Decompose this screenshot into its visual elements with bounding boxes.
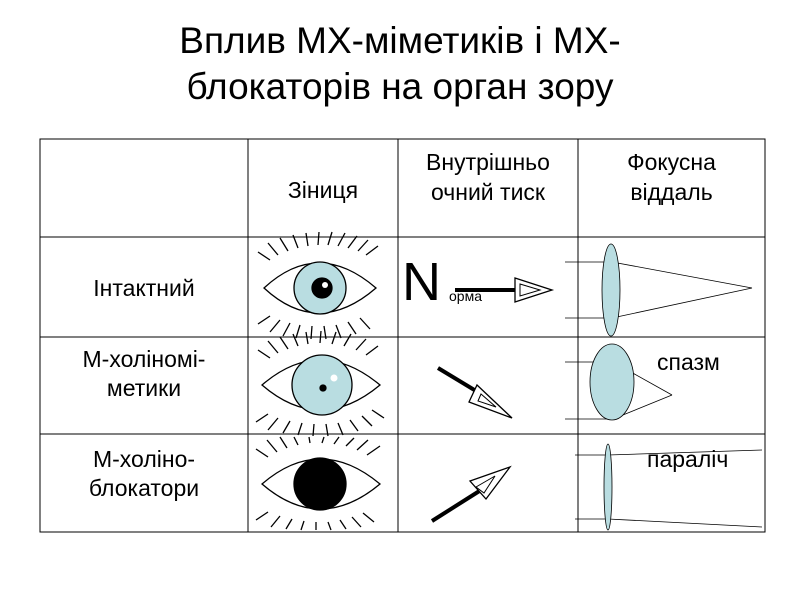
title-line-2: блокаторів на орган зору — [186, 66, 614, 107]
header-pupil: Зіниця — [287, 177, 359, 203]
eye-dilated-icon — [255, 436, 382, 531]
row-label-mimetics-line-2: метики — [106, 375, 182, 401]
norma-big-letter: N — [402, 252, 441, 312]
focus-note-spasm: спазм — [657, 349, 720, 375]
header-focus-line-2: віддаль — [630, 179, 713, 205]
row-label-blockers-line-1: М-холіно- — [92, 446, 196, 472]
pressure-normal-arrow-icon — [455, 277, 555, 303]
title-line-1: Вплив МХ-міметиків і МХ- — [179, 20, 621, 61]
slide-title: Вплив МХ-міметиків і МХ- блокаторів на о… — [0, 18, 800, 110]
header-focus-line-1: Фокусна — [627, 149, 716, 175]
pressure-decreased-arrow-icon — [436, 366, 513, 419]
table-grid — [39, 138, 766, 533]
lens-spasm-icon — [565, 343, 673, 421]
pressure-increased-arrow-icon — [430, 465, 512, 523]
row-label-mimetics-line-1: М-холіномі- — [82, 346, 206, 372]
row-label-intact: Інтактний — [93, 275, 195, 301]
row-label-blockers-line-2: блокатори — [88, 475, 200, 501]
norma-small-text: орма — [449, 288, 482, 304]
focus-note-paralysis: параліч — [647, 446, 728, 472]
eye-constricted-icon — [255, 330, 385, 437]
eye-normal-icon — [257, 231, 379, 340]
lens-paralysis-icon — [575, 443, 763, 531]
header-pressure-line-2: очний тиск — [430, 179, 545, 205]
header-pressure-line-1: Внутрішньо — [426, 149, 550, 175]
lens-normal-icon — [565, 243, 753, 337]
